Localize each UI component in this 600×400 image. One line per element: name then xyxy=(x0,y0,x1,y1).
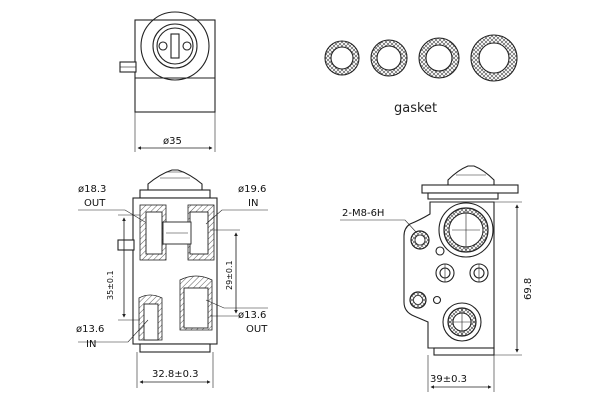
dim-port-out-upper: ø18.3 xyxy=(78,184,106,195)
gasket-ring xyxy=(324,40,360,76)
dim-diameter-top: ø35 xyxy=(163,136,182,147)
dim-width-bottom-right: 39±0.3 xyxy=(430,374,467,385)
dim-port-in-lower: ø13.6 xyxy=(76,324,104,335)
dim-height-inner: 29±0.1 xyxy=(225,260,234,290)
label-in-upper: IN xyxy=(248,198,258,209)
dim-height-right: 69.8 xyxy=(523,278,534,300)
dim-port-out-lower: ø13.6 xyxy=(238,310,266,321)
gasket-ring xyxy=(470,34,518,82)
label-out-lower: OUT xyxy=(246,324,268,335)
label-in-lower: IN xyxy=(86,339,96,350)
front-view: ø35 35±0.1 xyxy=(76,112,268,388)
gasket-ring xyxy=(418,37,460,79)
dim-width-bottom-left: 32.8±0.3 xyxy=(152,369,199,380)
gasket-label: gasket xyxy=(394,101,437,116)
top-view xyxy=(119,11,216,113)
dim-height-left: 35±0.1 xyxy=(106,270,115,300)
gasket-set: gasket xyxy=(324,34,518,116)
label-out-upper: OUT xyxy=(84,198,106,209)
gasket-ring xyxy=(370,39,408,77)
side-view: 2-M8-6H 69.8 39±0.3 xyxy=(340,165,534,392)
dim-thread: 2-M8-6H xyxy=(342,208,384,219)
dim-port-in-upper: ø19.6 xyxy=(238,184,266,195)
